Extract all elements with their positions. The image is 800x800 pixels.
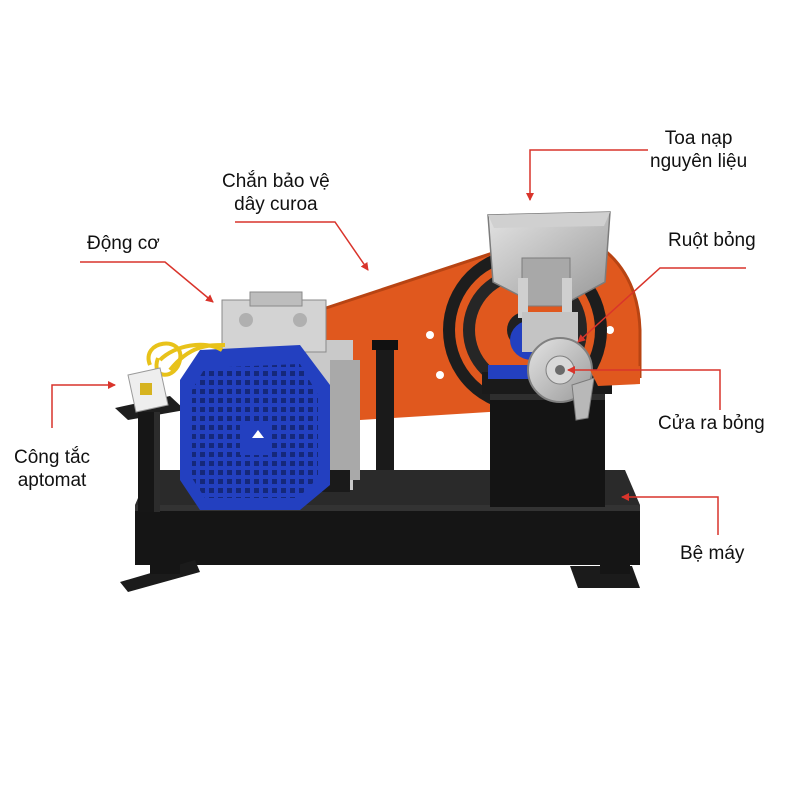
- label-chan-bao-ve-line1: Chắn bảo vệ: [222, 171, 330, 192]
- electric-motor: [180, 291, 360, 510]
- callout-chan-bao-ve: [235, 221, 369, 271]
- label-ruot-bong: Ruột bỏng: [668, 230, 756, 251]
- callout-ruot-bong: [577, 267, 746, 343]
- label-toa-nap: Toa nạp nguyên liệu: [650, 127, 747, 173]
- label-dong-co: Động cơ: [87, 233, 160, 254]
- discharge-chute: [571, 366, 640, 421]
- callout-be-may: [621, 493, 719, 535]
- label-cong-tac-line1: Công tắc: [14, 447, 91, 468]
- callout-lines: [51, 149, 746, 535]
- callout-cua-ra-bong: [567, 366, 721, 410]
- label-cua-ra-bong: Cửa ra bỏng: [658, 413, 765, 434]
- feed-hopper: [487, 211, 611, 318]
- label-chan-bao-ve-line2: dây curoa: [234, 194, 318, 215]
- label-cong-tac-line2: aptomat: [17, 470, 87, 491]
- label-be-may: Bệ máy: [680, 543, 745, 564]
- label-toa-nap-line2: nguyên liệu: [650, 151, 748, 172]
- label-chan-bao-ve: Chắn bảo vệ dây curoa: [222, 170, 330, 216]
- aptomat-switch-box: [127, 367, 169, 413]
- callout-dong-co: [80, 261, 214, 303]
- callout-toa-nap: [526, 149, 648, 201]
- label-toa-nap-line1: Toa nạp: [664, 128, 733, 149]
- label-cong-tac: Công tắc aptomat: [14, 446, 90, 492]
- support-post: [376, 340, 394, 470]
- callout-cong-tac: [51, 381, 116, 428]
